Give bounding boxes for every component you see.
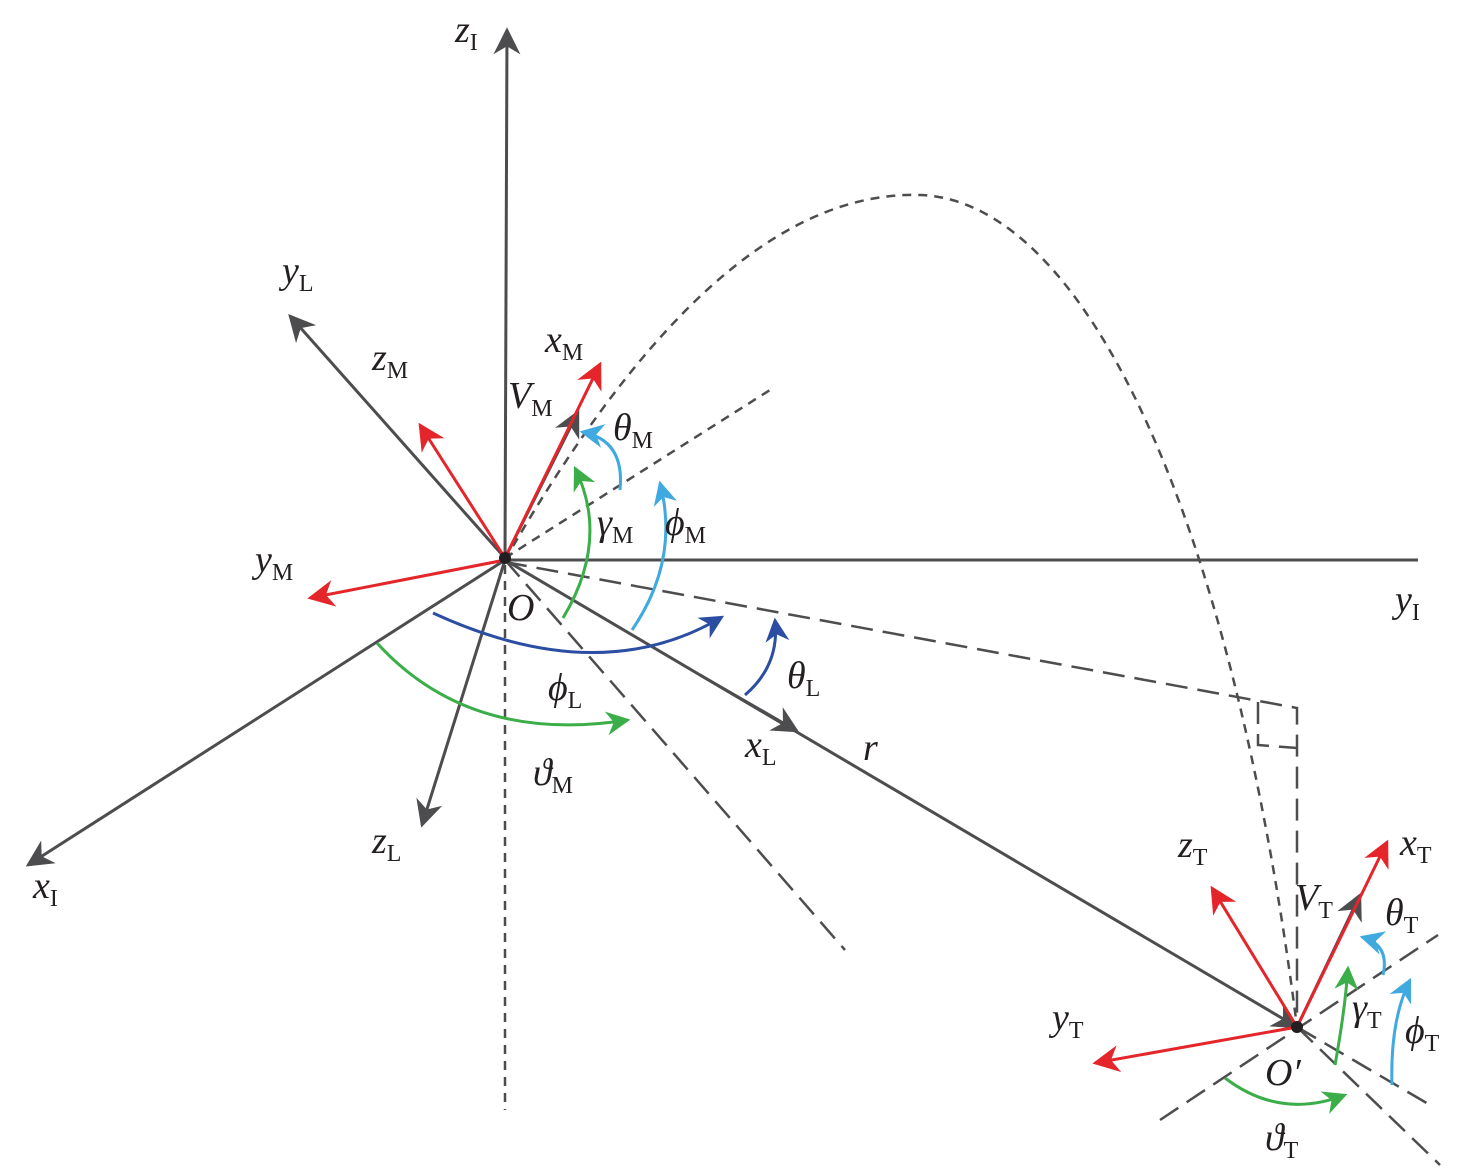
- label-yI: yI: [1391, 579, 1420, 626]
- zT-axis: [1210, 885, 1299, 1028]
- yT-axis: [1092, 1025, 1298, 1073]
- gammaT-arc: [1333, 965, 1359, 1066]
- label-VM: VM: [508, 375, 553, 422]
- label-thetaL: θL: [787, 655, 820, 702]
- zM-axis: [418, 422, 507, 559]
- label-target-origin: O′: [1265, 1052, 1301, 1094]
- label-xT: xT: [1399, 822, 1432, 869]
- label-phiL: ϕL: [548, 667, 582, 714]
- label-xM: xM: [544, 319, 583, 366]
- labels: zI yI xI yL zL xL zM yM xM VM θM γM ϕM ϕ…: [32, 9, 1440, 1164]
- guide-lines: [503, 193, 1441, 1166]
- xM-projection-line: [504, 388, 771, 560]
- phiL-arc: [432, 611, 725, 654]
- label-varthetaT: ϑT: [1265, 1117, 1299, 1164]
- varthetaT-arc: [1224, 1076, 1348, 1114]
- yL-axis: [288, 313, 507, 559]
- line-of-sight-r: [504, 558, 1300, 1029]
- zI-axis: [493, 27, 521, 559]
- label-phiT: ϕT: [1405, 1010, 1440, 1057]
- label-xL: xL: [744, 724, 777, 771]
- yM-axis: [307, 558, 506, 607]
- label-yT: yT: [1048, 997, 1084, 1044]
- angle-arcs: [375, 424, 1412, 1114]
- label-zI: zI: [454, 9, 478, 56]
- right-angle-marker: [1256, 702, 1298, 750]
- xT-axis: [1295, 839, 1389, 1028]
- label-zM: zM: [371, 337, 408, 384]
- label-zL: zL: [371, 820, 401, 867]
- target-dash-2: [1296, 1026, 1441, 1166]
- phiT-arc: [1389, 977, 1412, 1086]
- thetaT-arc: [1359, 931, 1387, 976]
- gammaM-arc: [561, 465, 596, 619]
- thetaM-arc: [579, 424, 623, 491]
- label-gammaM: γM: [597, 502, 633, 549]
- label-r: r: [863, 727, 878, 769]
- label-xI: xI: [32, 865, 58, 912]
- target-origin-point: [1291, 1021, 1303, 1033]
- target-dash-3: [1296, 1025, 1431, 1107]
- los-projection-line: [504, 559, 846, 951]
- zL-axis: [416, 559, 507, 828]
- label-varthetaM: ϑM: [533, 752, 573, 799]
- phiM-arc: [630, 480, 678, 631]
- los-horizontal-projection: [504, 560, 1299, 1020]
- trajectory-curve: [503, 193, 1299, 1028]
- label-yM: yM: [251, 539, 293, 586]
- origin-point: [499, 552, 511, 564]
- missile-body-axes: [307, 361, 602, 607]
- xL-arrow: [699, 673, 800, 733]
- label-phiM: ϕM: [665, 502, 706, 549]
- label-zT: zT: [1177, 824, 1208, 871]
- label-VT: VT: [1295, 877, 1333, 924]
- label-thetaT: θT: [1385, 892, 1419, 939]
- target-body-axes: [1092, 839, 1389, 1073]
- label-gammaT: γT: [1352, 987, 1382, 1034]
- label-thetaM: θM: [613, 407, 653, 454]
- inertial-axes: [25, 27, 1418, 1029]
- label-yL: yL: [278, 250, 314, 297]
- xM-axis: [503, 361, 602, 559]
- label-origin: O: [507, 587, 534, 629]
- thetaL-arc: [744, 617, 790, 697]
- varthetaM-arc: [375, 641, 631, 736]
- xI-axis: [25, 558, 506, 867]
